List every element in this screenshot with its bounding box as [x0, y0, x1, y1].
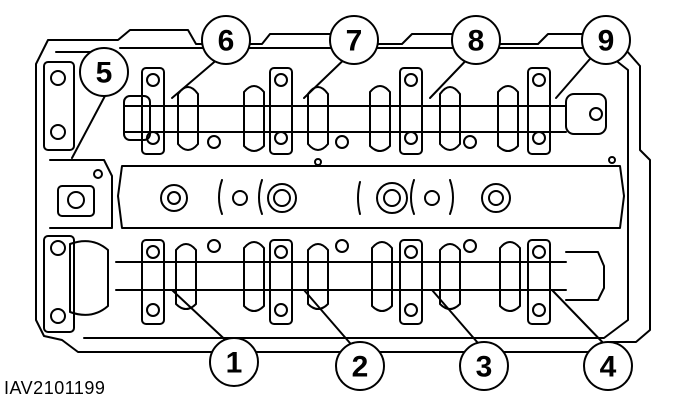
cam-follower-bolts	[93, 135, 616, 253]
callout-label-5: 5	[96, 57, 113, 90]
callout-circle-7	[329, 15, 379, 65]
callout-label-2: 2	[352, 351, 369, 384]
callout-label-8: 8	[468, 25, 485, 58]
callout-label-4: 4	[600, 351, 617, 384]
oil-gallery-plate	[117, 165, 625, 229]
callout-circle-9	[581, 15, 631, 65]
callout-circle-2	[335, 341, 385, 391]
callout-circle-1	[209, 337, 259, 387]
callout-circle-3	[459, 341, 509, 391]
lower-camshaft	[69, 240, 605, 316]
callout-label-1: 1	[226, 347, 243, 380]
upper-bearing-caps	[43, 61, 551, 155]
callout-label-9: 9	[598, 25, 615, 58]
timing-end-housing	[49, 159, 113, 229]
figure-code: IAV2101199	[4, 378, 106, 398]
upper-camshaft	[123, 85, 607, 152]
callout-label-3: 3	[476, 351, 493, 384]
gallery-plugs	[160, 179, 511, 215]
callout-label-7: 7	[346, 25, 363, 58]
callout-circle-4	[583, 341, 633, 391]
lower-bearing-caps	[43, 235, 551, 333]
callout-label-6: 6	[218, 25, 235, 58]
callout-circle-6	[201, 15, 251, 65]
callout-circles	[79, 15, 633, 391]
callout-circle-8	[451, 15, 501, 65]
callout-circle-5	[79, 47, 129, 97]
